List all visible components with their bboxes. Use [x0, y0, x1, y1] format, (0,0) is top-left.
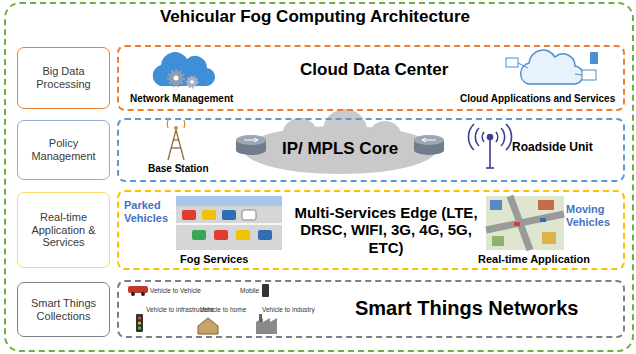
- layer-label-text: Big Data Processing: [22, 65, 105, 90]
- cloud-layer: Network Management Cloud Data CenterCloud…: [117, 45, 625, 111]
- icon-label: Cloud Applications and Services: [460, 93, 615, 105]
- layer-title: Smart Things Networks: [355, 297, 578, 320]
- parked-vehicles-picture: [176, 196, 282, 250]
- link-label: Vehicle to industry: [262, 306, 315, 313]
- icon-label: Real-time Application: [478, 253, 590, 266]
- icon-label: Roadside Unit: [512, 141, 593, 155]
- smart-things-icons: [128, 284, 277, 334]
- link-label: Vehicle to home: [200, 306, 246, 313]
- vehicle-label: Parked Vehicles: [124, 199, 174, 224]
- layer-label-text: Real-time Application & Services: [22, 211, 105, 249]
- layer-label: Smart Things Collections: [17, 282, 110, 337]
- vehicle-label: Moving Vehicles: [566, 203, 619, 228]
- layer-title: Multi-Services Edge (LTE, DRSC, WIFI, 3G…: [288, 204, 484, 256]
- architecture-frame: Vehicular Fog Computing ArchitectureBig …: [4, 2, 634, 352]
- cloud-gears-icon: [153, 52, 215, 87]
- layer-title: Cloud Data Center: [300, 60, 448, 80]
- layer-label-text: Policy Management: [22, 137, 105, 162]
- moving-vehicles-picture: [486, 196, 564, 250]
- core-layer: Base Station IP/ MPLS Core Roadside Unit: [117, 118, 625, 182]
- icon-label: Network Management: [130, 93, 233, 105]
- link-label: Vehicle to Vehicle: [150, 287, 201, 294]
- edge-layer: Parked VehiclesFog Services Multi-Service…: [117, 190, 625, 270]
- layer-label-text: Smart Things Collections: [22, 297, 105, 322]
- layer-label: Real-time Application & Services: [17, 192, 110, 268]
- link-label: Mobile: [240, 287, 259, 294]
- layer-label: Policy Management: [17, 120, 110, 180]
- cloud-services-icon: [506, 50, 598, 84]
- icon-label: Base Station: [148, 163, 209, 175]
- diagram-title: Vehicular Fog Computing Architecture: [2, 7, 628, 27]
- base-station-icon: [167, 120, 185, 160]
- layer-title: IP/ MPLS Core: [280, 139, 400, 159]
- icon-label: Fog Services: [180, 253, 248, 266]
- layer-label: Big Data Processing: [17, 47, 110, 109]
- roadside-unit-icon: [468, 124, 511, 168]
